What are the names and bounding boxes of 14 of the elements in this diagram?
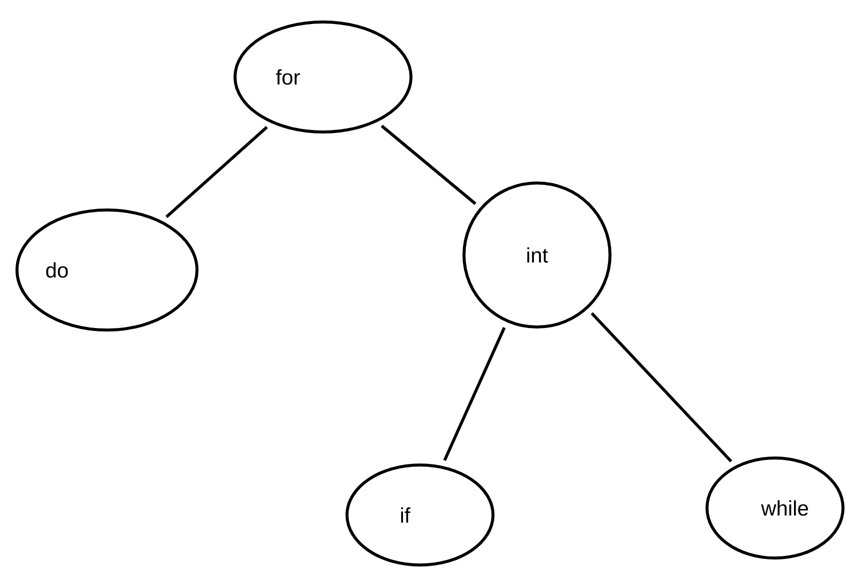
connector-line bbox=[165, 126, 268, 218]
tree-node bbox=[346, 464, 494, 566]
tree-node bbox=[234, 20, 412, 134]
node-label: while bbox=[761, 500, 808, 516]
connector-line bbox=[443, 327, 506, 461]
tree-node bbox=[16, 208, 198, 332]
tree-node bbox=[462, 182, 612, 328]
node-label: do bbox=[46, 262, 68, 278]
connector-line bbox=[380, 124, 476, 205]
node-label: for bbox=[276, 69, 300, 85]
connector-line bbox=[590, 312, 732, 462]
node-label: if bbox=[401, 507, 410, 523]
tree-node bbox=[706, 456, 844, 560]
node-label: int bbox=[527, 247, 548, 263]
